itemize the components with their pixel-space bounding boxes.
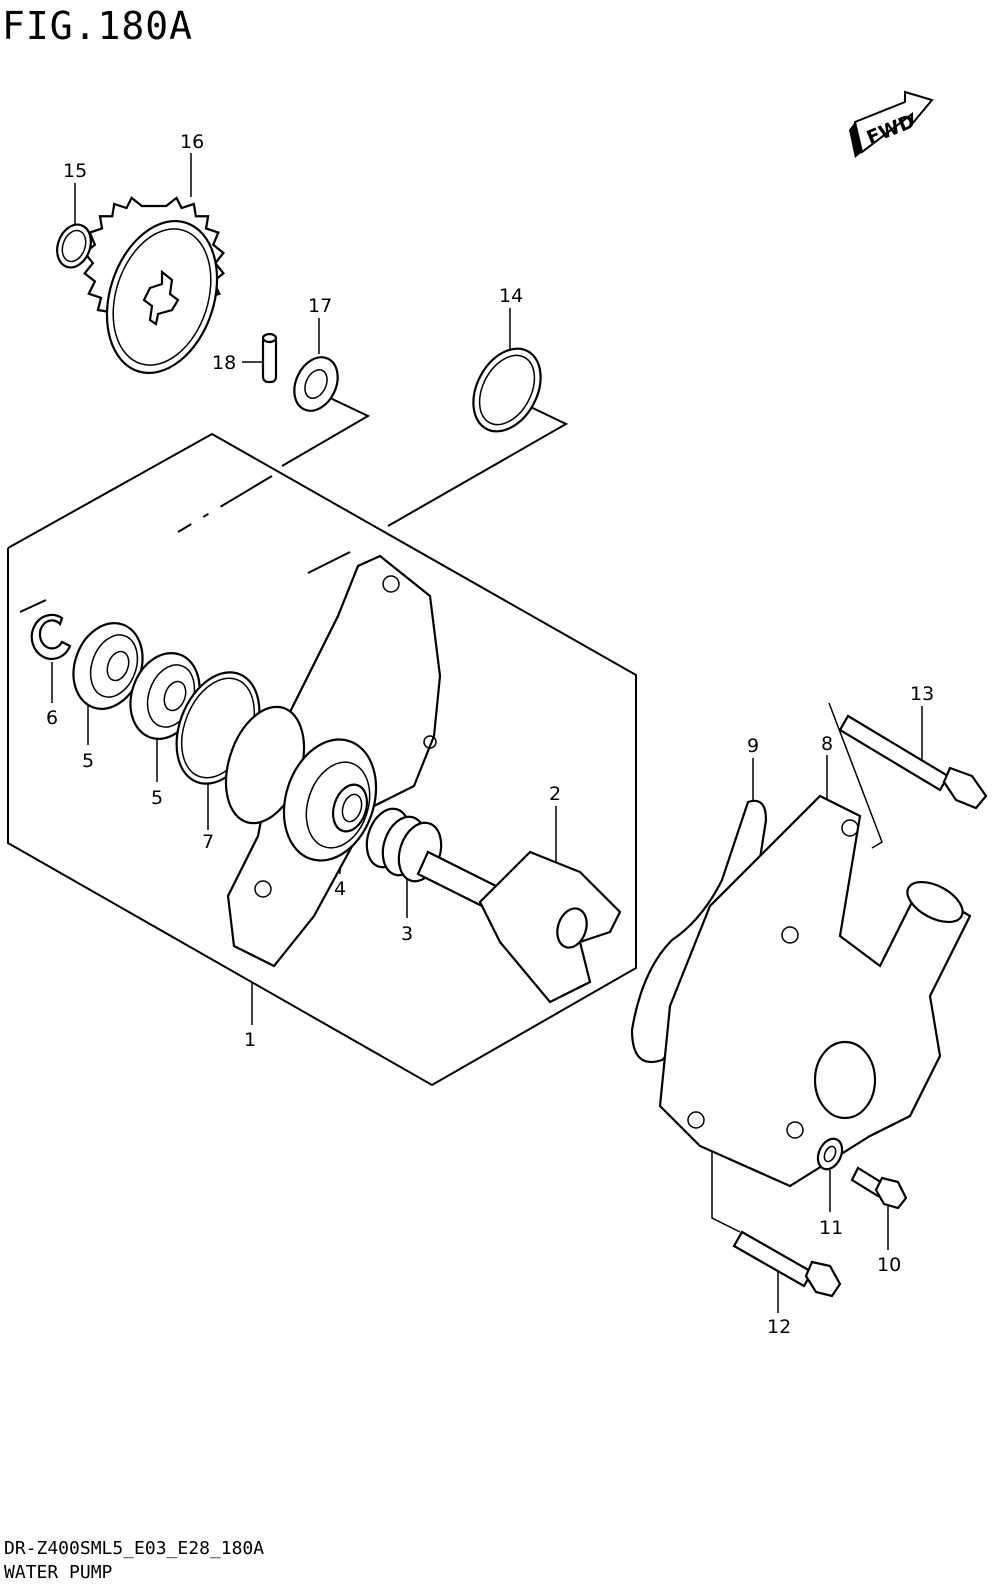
washer-17 — [293, 356, 339, 412]
callout-17: 17 — [308, 295, 332, 317]
callout-13: 13 — [910, 683, 934, 705]
diagram-name: WATER PUMP — [4, 1562, 113, 1583]
bolt-12 — [732, 1230, 842, 1298]
callout-6: 6 — [46, 707, 58, 729]
pump-cover — [658, 794, 972, 1188]
bolt-10 — [850, 1166, 908, 1210]
fwd-arrow-icon: FWD — [849, 90, 934, 158]
callout-4: 4 — [334, 878, 346, 900]
callout-1: 1 — [244, 1029, 256, 1051]
callout-7: 7 — [202, 831, 214, 853]
e-clip-6 — [30, 613, 72, 660]
callout-10: 10 — [877, 1254, 901, 1276]
callout-8: 8 — [821, 733, 833, 755]
callout-12: 12 — [767, 1316, 791, 1338]
figure-title: FIG.180A — [2, 4, 194, 48]
pump-body — [224, 554, 442, 968]
impeller-2 — [478, 850, 622, 1004]
callout-18: 18 — [212, 352, 236, 374]
callout-5b: 5 — [151, 787, 163, 809]
diagram-code: DR-Z400SML5_E03_E28_180A — [4, 1538, 265, 1559]
washer-11 — [816, 1137, 844, 1171]
callout-15: 15 — [63, 160, 87, 182]
assembly-outline — [7, 432, 637, 1087]
circlip-15 — [56, 223, 92, 269]
callout-14: 14 — [499, 285, 523, 307]
callout-9: 9 — [747, 735, 759, 757]
oil-seal-4 — [331, 783, 369, 833]
callout-2: 2 — [549, 783, 561, 805]
callout-labels: 1 2 3 4 5 5 6 7 8 9 10 11 12 13 14 15 16… — [46, 131, 934, 1338]
dowel-pin-18 — [261, 332, 278, 384]
callout-11: 11 — [819, 1217, 843, 1239]
callout-16: 16 — [180, 131, 204, 153]
bolt-13 — [838, 714, 988, 810]
callout-3: 3 — [401, 923, 413, 945]
pump-drive-gear — [83, 196, 225, 375]
o-ring-14 — [472, 347, 542, 433]
callout-5a: 5 — [82, 750, 94, 772]
